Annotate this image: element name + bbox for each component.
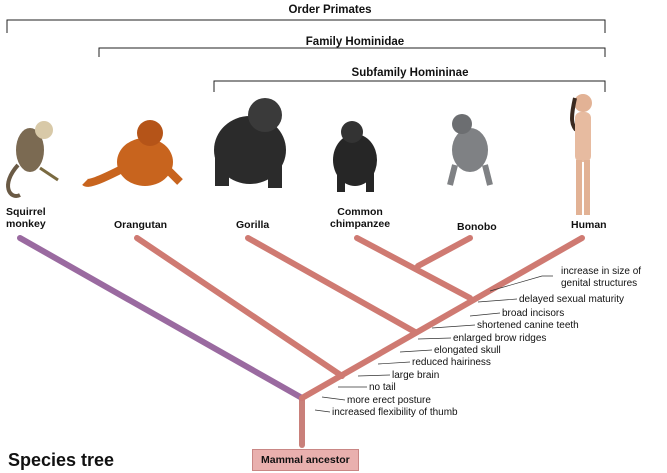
diagram-title: Species tree: [8, 450, 115, 470]
family-label: Family Hominidae: [305, 36, 405, 48]
trait-label: reduced hairiness: [412, 357, 491, 368]
branch-gorilla: [245, 235, 418, 335]
trait-label: more erect posture: [347, 395, 431, 406]
order-label: Order Primates: [288, 4, 372, 16]
family-bracket: [98, 47, 606, 57]
orangutan-icon: [82, 120, 183, 187]
trait-label: delayed sexual maturity: [519, 294, 625, 305]
human-icon: [570, 94, 592, 215]
bonobo-icon: [447, 114, 493, 186]
trait-label: genital structures: [561, 278, 638, 289]
species-label-bonobo: Bonobo: [457, 221, 497, 233]
trait-label: enlarged brow ridges: [453, 333, 547, 344]
order-bracket: [6, 19, 606, 33]
branch-main: [299, 235, 585, 401]
subfamily-bracket: [213, 80, 606, 92]
trait-label: increase in size of: [561, 266, 642, 277]
trait-label: broad incisors: [502, 308, 565, 319]
squirrel-monkey-icon: [6, 121, 59, 198]
trait-label: no tail: [369, 382, 396, 393]
species-label-squirrel-monkey: Squirrel monkey: [6, 206, 46, 230]
branch-chimp: [354, 235, 473, 301]
gorilla-icon: [214, 98, 286, 188]
trait-label: elongated skull: [434, 345, 501, 356]
ancestor-box: Mammal ancestor: [252, 449, 359, 471]
branch-orangutan: [134, 235, 345, 379]
species-label-chimpanzee: Common chimpanzee: [330, 206, 391, 230]
trait-leaders: [314, 275, 553, 413]
branch-squirrel-monkey: [17, 235, 305, 401]
species-label-human: Human: [571, 219, 607, 231]
subfamily-label: Subfamily Homininae: [351, 67, 469, 79]
trait-label: increased flexibility of thumb: [332, 407, 458, 418]
species-label-orangutan: Orangutan: [114, 219, 168, 231]
species-label-gorilla: Gorilla: [236, 219, 270, 231]
chimpanzee-icon: [333, 121, 377, 192]
trait-label: large brain: [392, 370, 440, 381]
branch-bonobo: [415, 235, 473, 269]
trait-label: shortened canine teeth: [477, 320, 579, 331]
